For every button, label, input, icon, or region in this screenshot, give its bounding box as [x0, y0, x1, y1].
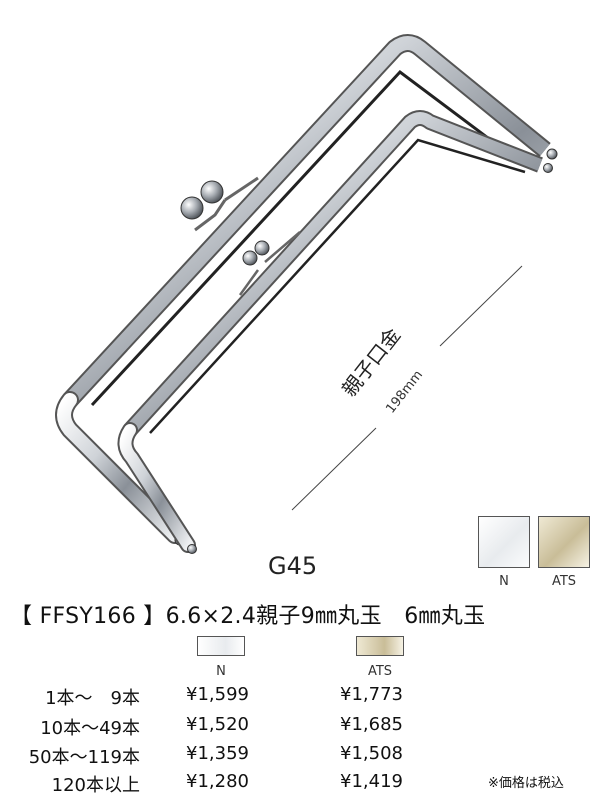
large-frame [55, 34, 558, 546]
table-cell-price-n: ¥1,280 [186, 771, 249, 792]
table-row-quantity: 120本以上 [51, 775, 140, 796]
table-cell-price-n: ¥1,599 [186, 684, 249, 705]
dimension-label: 198mm [383, 368, 426, 417]
swatch-n-small-label: N [216, 664, 226, 679]
dimension-line [291, 265, 523, 511]
frame-name-label: 親子口金 [337, 323, 405, 401]
table-cell-price-ats: ¥1,773 [340, 684, 403, 705]
product-title: 【 FFSY166 】6.6×2.4親子9㎜丸玉 6㎜丸玉 [10, 604, 486, 629]
swatch-n-large-label: N [499, 574, 509, 589]
table-cell-price-ats: ¥1,419 [340, 771, 403, 792]
swatch-ats-large-label: ATS [551, 574, 577, 589]
table-row-quantity: 1本～ 9本 [45, 688, 140, 709]
model-code: G45 [268, 552, 318, 580]
swatch-n-small [197, 636, 245, 656]
purse-frame-illustration: 親子口金 198mm [55, 34, 558, 554]
tax-note: ※価格は税込 [488, 776, 564, 791]
table-cell-price-ats: ¥1,685 [340, 714, 403, 735]
table-cell-price-ats: ¥1,508 [340, 743, 403, 764]
table-row-quantity: 10本～49本 [40, 718, 140, 739]
swatch-ats-small-label: ATS [367, 664, 393, 679]
swatch-n-large [478, 516, 530, 568]
small-clasp-icon [238, 231, 301, 296]
table-row-quantity: 50本～119本 [28, 747, 140, 768]
large-clasp-icon [180, 176, 259, 232]
table-cell-price-n: ¥1,520 [186, 714, 249, 735]
table-cell-price-n: ¥1,359 [186, 743, 249, 764]
swatch-ats-large [538, 516, 590, 568]
small-frame [117, 110, 553, 554]
swatch-ats-small [356, 636, 404, 656]
